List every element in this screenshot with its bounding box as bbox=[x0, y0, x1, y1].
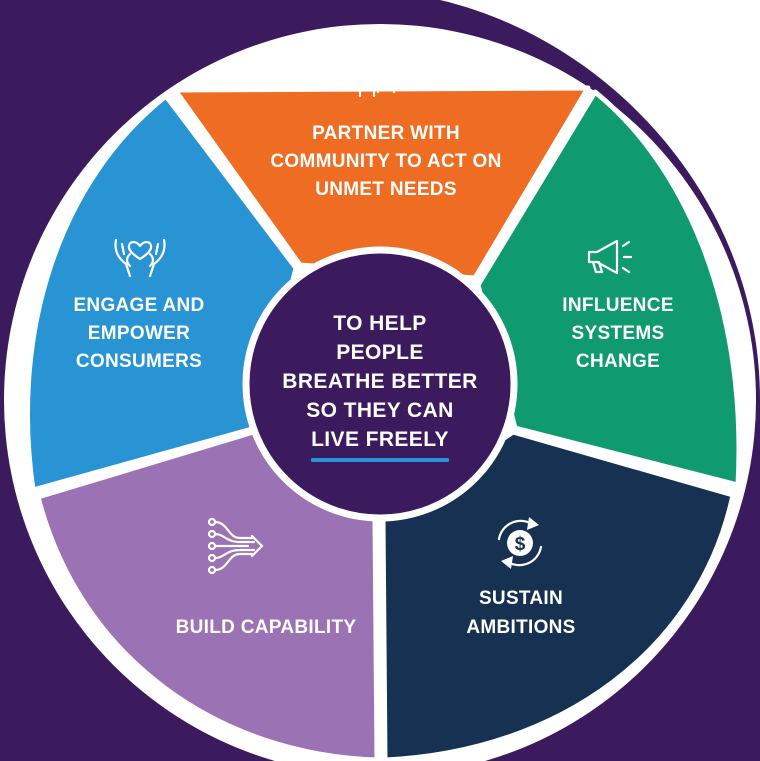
segment-sustain bbox=[380, 429, 736, 761]
segment-partner bbox=[172, 85, 591, 281]
center-line-2: PEOPLE bbox=[336, 341, 424, 364]
segment-influence bbox=[475, 89, 742, 488]
hands-heart-icon bbox=[114, 238, 166, 278]
circuit-arrow-icon bbox=[207, 517, 264, 575]
megaphone-icon bbox=[587, 239, 633, 275]
center-line-5: LIVE FREELY bbox=[311, 428, 449, 451]
sustain-label-line-1: SUSTAIN bbox=[479, 588, 563, 609]
engage-label-line-1: ENGAGE AND bbox=[73, 295, 204, 316]
center-hub bbox=[242, 246, 518, 522]
raised-fists-icon bbox=[354, 51, 400, 98]
dollar-cycle-icon: $ bbox=[497, 517, 543, 569]
svg-text:$: $ bbox=[515, 534, 526, 555]
center-line-3: BREATHE BETTER bbox=[282, 370, 477, 393]
partner-label-line-3: UNMET NEEDS bbox=[315, 179, 457, 200]
engage-label-line-3: CONSUMERS bbox=[76, 351, 202, 372]
build-label-line-1: BUILD CAPABILITY bbox=[176, 617, 357, 638]
partner-label-line-1: PARTNER WITH bbox=[312, 123, 460, 144]
influence-label-line-2: SYSTEMS bbox=[572, 323, 665, 344]
influence-label-line-1: INFLUENCE bbox=[562, 295, 673, 316]
center-line-4: SO THEY CAN bbox=[306, 399, 454, 422]
partner-label-line-2: COMMUNITY TO ACT ON bbox=[270, 151, 501, 172]
segment-engage bbox=[25, 93, 299, 493]
influence-label-line-3: CHANGE bbox=[576, 351, 660, 372]
sustain-label-line-2: AMBITIONS bbox=[466, 617, 575, 638]
segment-build bbox=[35, 427, 380, 761]
center-underline bbox=[311, 458, 449, 462]
engage-label-line-2: EMPOWER bbox=[88, 323, 190, 344]
center-line-1: TO HELP bbox=[333, 312, 426, 335]
